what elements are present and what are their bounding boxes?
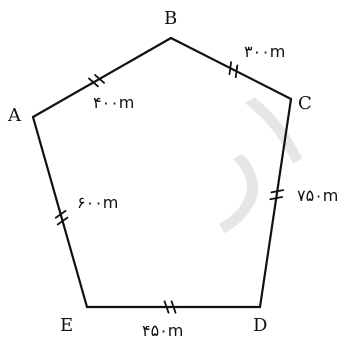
vertex-label-c: C <box>298 93 312 114</box>
tick-mark-de-2 <box>163 300 170 314</box>
vertex-label-a: A <box>7 105 22 126</box>
vertex-label-d: D <box>253 315 267 336</box>
tick-mark-de-1 <box>170 300 177 314</box>
tick-mark-cd-2 <box>269 196 284 201</box>
edge-label-ab: ۴۰۰m <box>93 93 134 112</box>
tick-mark-ea-2 <box>54 209 67 219</box>
edge-label-bc: ۳۰۰m <box>244 42 285 61</box>
tick-marks <box>54 61 285 314</box>
vertex-label-b: B <box>164 8 177 29</box>
vertex-label-e: E <box>60 315 73 336</box>
tick-mark-bc-2 <box>234 64 239 79</box>
tick-mark-bc-1 <box>228 61 232 75</box>
edge-label-cd: ۷۵۰m <box>297 186 338 205</box>
tick-mark-ab-1 <box>88 77 99 88</box>
tick-mark-ea-1 <box>56 216 69 226</box>
tick-mark-cd-1 <box>270 189 285 194</box>
edge-cd <box>258 97 293 309</box>
tick-mark-ab-2 <box>94 74 105 84</box>
edge-ab <box>31 36 173 119</box>
edge-ea <box>31 115 89 309</box>
edge-label-de: ۴۵۰m <box>142 321 183 340</box>
edge-label-ea: ۶۰۰m <box>77 193 118 212</box>
